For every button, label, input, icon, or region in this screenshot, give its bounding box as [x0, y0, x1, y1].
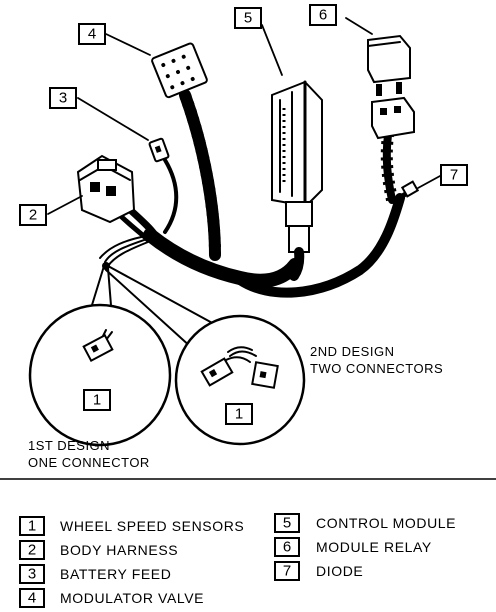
svg-text:6: 6 — [319, 7, 327, 24]
svg-text:2: 2 — [28, 542, 36, 559]
svg-text:1: 1 — [28, 518, 36, 535]
callout-leaders — [47, 17, 441, 215]
wheel-speed-sensor-connector-first-design — [82, 329, 114, 363]
diode — [393, 180, 420, 203]
svg-text:4: 4 — [28, 590, 36, 607]
svg-text:2: 2 — [29, 207, 37, 224]
legend-item-1: 1 WHEEL SPEED SENSORS — [19, 516, 244, 536]
callout-2: 2 — [19, 204, 47, 226]
svg-text:MODULATOR VALVE: MODULATOR VALVE — [60, 590, 204, 606]
legend-item-3: 3 BATTERY FEED — [19, 564, 171, 584]
wheel-speed-sensor-connectors-second-design — [200, 346, 279, 389]
svg-text:6: 6 — [283, 539, 291, 556]
legend-item-6: 6 MODULE RELAY — [274, 537, 432, 557]
second-design-inset — [174, 314, 306, 446]
svg-text:4: 4 — [88, 26, 96, 43]
callout-1-second-design: 1 — [225, 403, 253, 425]
callout-4: 4 — [78, 23, 106, 45]
first-design-inset — [28, 303, 172, 447]
body-harness-connector — [76, 154, 136, 224]
svg-text:5: 5 — [244, 10, 252, 27]
svg-text:CONTROL MODULE: CONTROL MODULE — [316, 515, 456, 531]
main-harness — [99, 89, 405, 298]
modulator-valve-connector — [151, 42, 208, 99]
second-design-caption-line1: 2ND DESIGN — [310, 344, 394, 359]
inset-pointer-lines — [87, 262, 217, 349]
svg-text:BODY HARNESS: BODY HARNESS — [60, 542, 178, 558]
svg-text:7: 7 — [283, 563, 291, 580]
legend-item-5: 5 CONTROL MODULE — [274, 513, 456, 533]
callout-3: 3 — [49, 87, 77, 109]
svg-text:3: 3 — [28, 566, 36, 583]
control-module-connector — [271, 80, 323, 281]
battery-feed-connector — [148, 137, 170, 163]
svg-text:7: 7 — [450, 167, 458, 184]
callout-5: 5 — [234, 7, 262, 29]
svg-text:DIODE: DIODE — [316, 563, 363, 579]
legend-item-2: 2 BODY HARNESS — [19, 540, 178, 560]
second-design-caption-line2: TWO CONNECTORS — [310, 361, 443, 376]
callout-1-first-design: 1 — [83, 389, 111, 411]
svg-text:BATTERY FEED: BATTERY FEED — [60, 566, 171, 582]
legend-item-4: 4 MODULATOR VALVE — [19, 588, 204, 608]
callout-7: 7 — [440, 164, 468, 186]
svg-text:WHEEL SPEED SENSORS: WHEEL SPEED SENSORS — [60, 518, 244, 534]
first-design-caption-line1: 1ST DESIGN — [28, 438, 110, 453]
callout-6: 6 — [309, 4, 337, 26]
svg-text:1: 1 — [93, 392, 101, 409]
svg-text:1: 1 — [235, 406, 243, 423]
svg-text:MODULE RELAY: MODULE RELAY — [316, 539, 432, 555]
first-design-caption-line2: ONE CONNECTOR — [28, 455, 150, 470]
legend-item-7: 7 DIODE — [274, 561, 363, 581]
module-relay — [367, 34, 415, 140]
svg-text:3: 3 — [59, 90, 67, 107]
svg-text:5: 5 — [283, 515, 291, 532]
legend: 1 WHEEL SPEED SENSORS 2 BODY HARNESS 3 B… — [19, 513, 456, 608]
